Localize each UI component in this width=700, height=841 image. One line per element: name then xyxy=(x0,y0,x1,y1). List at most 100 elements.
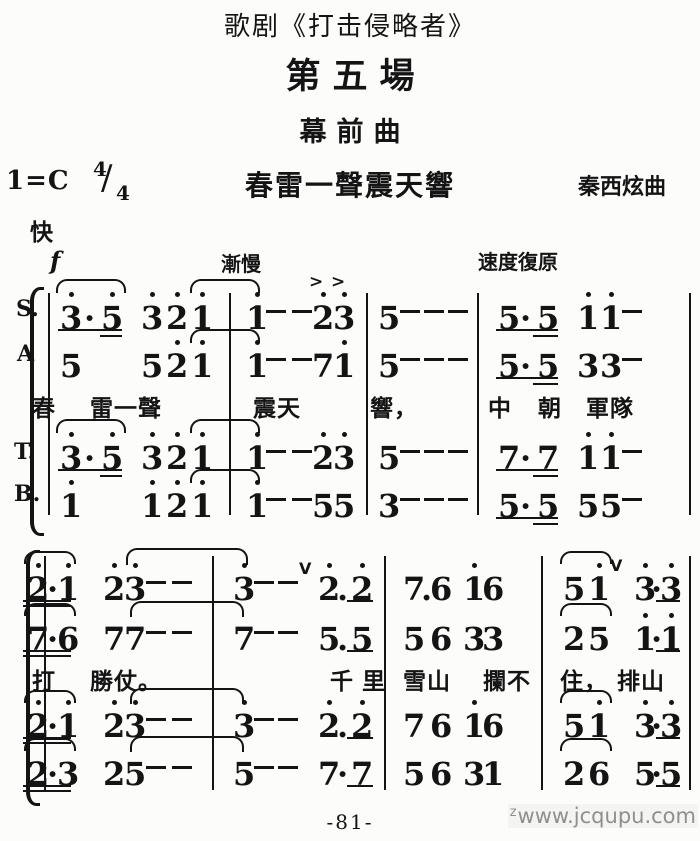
octave-dot xyxy=(321,432,327,437)
system-brace xyxy=(26,550,40,806)
note: 5 xyxy=(312,487,335,525)
lyric-text: 排山 xyxy=(617,669,665,695)
beam-line xyxy=(347,785,373,787)
note: 7 xyxy=(27,620,50,658)
beam-line xyxy=(100,335,122,337)
note: 6 xyxy=(482,570,505,608)
duration-dash xyxy=(266,450,286,453)
lyric-text: 打 xyxy=(32,662,56,696)
beam-line xyxy=(656,600,680,602)
note: 7 xyxy=(103,620,126,658)
time-signature-denominator: 4 xyxy=(116,181,130,205)
note: 2 xyxy=(166,480,188,525)
note: 3 xyxy=(233,700,255,745)
note: 5 xyxy=(378,347,401,385)
accent-mark: > xyxy=(331,272,346,292)
octave-dot xyxy=(597,700,603,705)
note: 5 xyxy=(403,755,426,793)
duration-dash xyxy=(622,498,642,501)
note: 5 xyxy=(537,299,560,337)
duration-dash xyxy=(292,450,312,453)
note: · xyxy=(520,487,532,525)
note: 5 xyxy=(660,755,683,793)
octave-dot xyxy=(150,292,156,297)
tempo-text: 快 xyxy=(30,220,53,246)
octave-dot xyxy=(69,480,75,485)
note: 3 xyxy=(60,292,82,337)
note: 7 xyxy=(403,707,426,745)
duration-dash xyxy=(424,450,444,453)
note: 1 xyxy=(57,563,79,608)
duration-dash xyxy=(146,581,166,584)
note: 5 xyxy=(333,487,356,525)
lyric-text: 中 xyxy=(488,396,512,422)
note: · xyxy=(651,755,663,793)
watermark-prefix: z xyxy=(509,805,517,820)
beam-line xyxy=(23,742,71,744)
work-title: 歌剧《打击侵略者》 xyxy=(223,12,476,42)
note: 5 xyxy=(318,620,341,658)
note: · xyxy=(520,347,532,385)
note: 5 xyxy=(498,487,521,525)
note: 1 xyxy=(141,480,163,525)
note: 3 xyxy=(141,292,163,337)
duration-dash xyxy=(172,766,192,769)
note: 5 xyxy=(563,707,586,745)
beam-line xyxy=(23,655,71,657)
note: 3 xyxy=(463,755,486,793)
beam-line xyxy=(23,785,71,787)
barline xyxy=(384,556,386,790)
note: 2 xyxy=(103,700,125,745)
note: 6 xyxy=(57,620,80,658)
note: 1 xyxy=(588,700,610,745)
note: 1 xyxy=(333,340,355,385)
note: 5 xyxy=(563,570,586,608)
note: 1 xyxy=(60,480,82,525)
note: 3 xyxy=(378,487,401,525)
note: 2 xyxy=(312,292,334,337)
slur-tie xyxy=(190,469,260,483)
note: 1 xyxy=(463,700,485,745)
note: 1 xyxy=(191,432,213,477)
barline xyxy=(212,556,214,790)
watermark-url: www.jcqupu.com xyxy=(517,804,696,828)
octave-dot xyxy=(255,292,261,297)
note: 3 xyxy=(634,563,656,608)
system-brace xyxy=(30,287,44,536)
accent-mark: > xyxy=(309,272,324,292)
note: 5 xyxy=(577,487,600,525)
octave-dot xyxy=(69,292,75,297)
slur-tie xyxy=(560,738,612,751)
duration-dash xyxy=(622,450,642,453)
note: 1 xyxy=(634,613,656,658)
note: 3 xyxy=(482,620,505,658)
duration-dash xyxy=(622,358,642,361)
note: 6 xyxy=(430,755,453,793)
beam-line xyxy=(58,329,122,331)
octave-dot xyxy=(175,292,181,297)
beam-line xyxy=(656,737,680,739)
beam-line xyxy=(23,605,71,607)
note: 1 xyxy=(577,432,599,477)
octave-dot xyxy=(133,563,139,568)
duration-dash xyxy=(400,498,420,501)
breath-mark: V xyxy=(299,559,312,578)
part-label: T. xyxy=(14,439,36,465)
beam-line xyxy=(23,650,71,652)
octave-dot xyxy=(150,432,156,437)
note: 1 xyxy=(577,292,599,337)
note: 7 xyxy=(498,439,521,477)
duration-dash xyxy=(146,718,166,721)
note: · xyxy=(84,439,96,477)
note: 2 xyxy=(27,755,50,793)
note: · xyxy=(47,755,59,793)
note: 1 xyxy=(246,292,268,337)
note: · xyxy=(651,570,663,608)
barline xyxy=(44,556,46,790)
lyric-text: 千 xyxy=(330,669,354,695)
slur-tie xyxy=(56,419,126,433)
note: 5 xyxy=(588,620,611,658)
scene-title: 第五場 xyxy=(285,57,427,97)
octave-dot xyxy=(643,700,649,705)
octave-dot xyxy=(360,700,366,705)
